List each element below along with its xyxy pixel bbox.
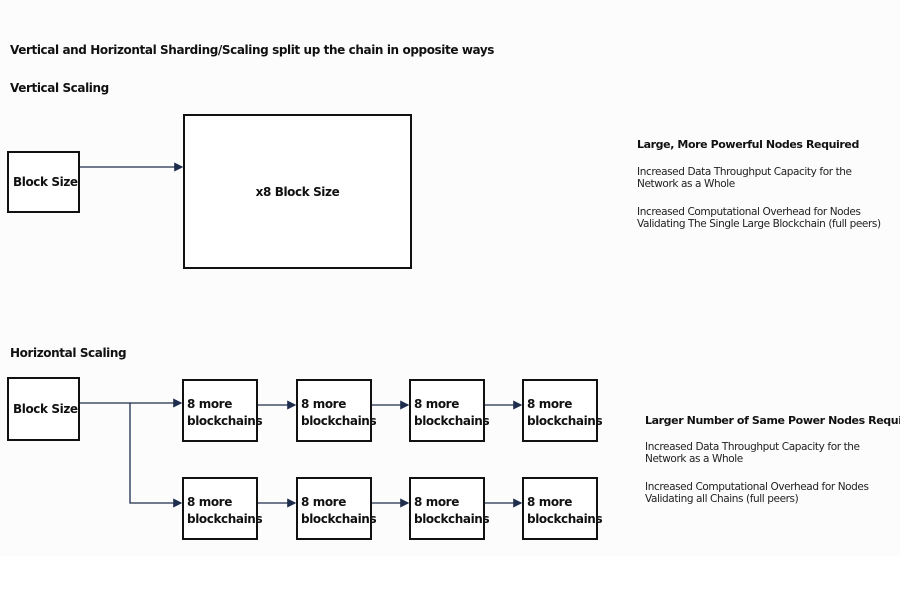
chain-box-row1-4: 8 more blockchains [522,379,603,442]
horizontal-scaling-heading: Horizontal Scaling [10,346,127,360]
vertical-block-size-box: Block Size [7,151,80,213]
horizontal-block-size-label: Block Size [13,402,78,416]
vertical-note-point-1: Increased Data Throughput Capacity for t… [637,166,852,190]
vertical-x8-block-size-box: x8 Block Size [183,114,412,269]
diagram-background [0,0,900,556]
chain-box-row1-2: 8 more blockchains [296,379,377,442]
chain-box-row1-3: 8 more blockchains [409,379,490,442]
horizontal-note-title: Larger Number of Same Power Nodes Requir… [645,414,900,427]
vertical-note-title: Large, More Powerful Nodes Required [637,138,859,151]
horizontal-note-point-1: Increased Data Throughput Capacity for t… [645,441,860,465]
chain-box-row1-1: 8 more blockchains [182,379,263,442]
chain-box-row2-3: 8 more blockchains [409,477,490,540]
vertical-block-size-label: Block Size [13,175,78,189]
vertical-x8-block-size-label: x8 Block Size [255,184,340,199]
arrow-to-row2-chain1 [129,403,183,508]
chain-box-row2-1: 8 more blockchains [182,477,263,540]
vertical-scaling-heading: Vertical Scaling [10,81,109,95]
diagram-title: Vertical and Horizontal Sharding/Scaling… [10,43,495,57]
chain-box-row2-4: 8 more blockchains [522,477,603,540]
horizontal-block-size-box: Block Size [7,377,80,441]
vertical-note-point-2: Increased Computational Overhead for Nod… [637,206,881,230]
chain-box-row2-2: 8 more blockchains [296,477,377,540]
horizontal-note-point-2: Increased Computational Overhead for Nod… [645,481,869,505]
